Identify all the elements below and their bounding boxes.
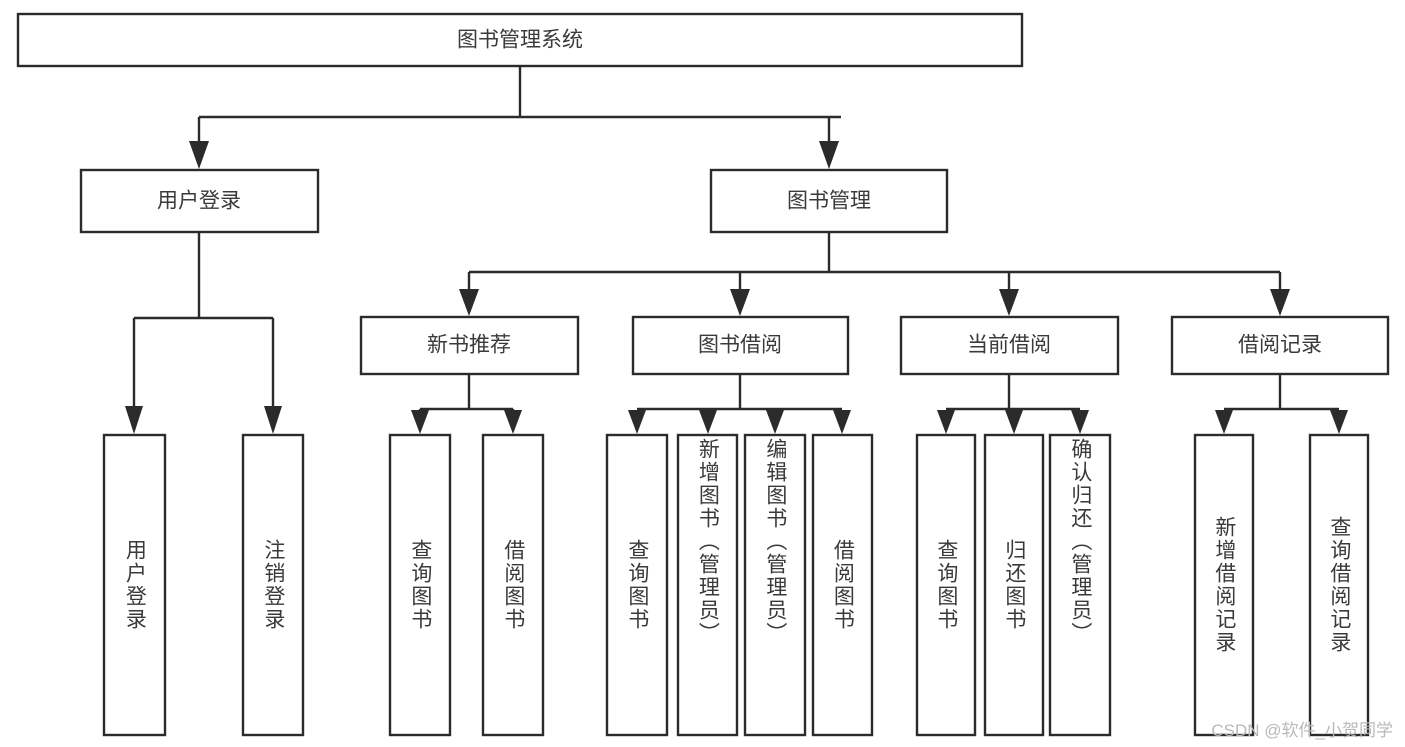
- connector-group-root: [189, 66, 841, 169]
- node-book-manage-box[interactable]: [709, 168, 949, 234]
- arrow-head-leaf-1: [125, 406, 143, 434]
- node-new-book-label: 新书推荐: [427, 334, 511, 357]
- arrow-head-leaf-5: [628, 410, 646, 434]
- node-borrow-record-label: 借阅记录: [1238, 334, 1322, 357]
- node-new-book-box[interactable]: [359, 315, 580, 376]
- arrow-head-current-borrow: [999, 289, 1019, 316]
- node-borrow-book[interactable]: 图书借阅: [631, 315, 850, 376]
- node-root[interactable]: 图书管理系统: [16, 12, 1024, 68]
- node-new-book[interactable]: 新书推荐: [359, 315, 580, 376]
- node-book-manage[interactable]: 图书管理: [709, 168, 949, 234]
- leaf-boxes: [102, 433, 1370, 737]
- leaf-box-edit-book-admin[interactable]: [743, 433, 807, 737]
- node-book-manage-label: 图书管理: [787, 190, 871, 213]
- node-user-login[interactable]: 用户登录: [79, 168, 320, 234]
- leaf-box-borrow-book-new[interactable]: [481, 433, 545, 737]
- leaf-box-logout[interactable]: [241, 433, 305, 737]
- connector-group-book-manage: [459, 232, 1290, 316]
- arrow-head-leaf-2: [264, 406, 282, 434]
- connector-group-borrow-book: [628, 374, 851, 434]
- node-root-label: 图书管理系统: [457, 29, 583, 52]
- leaf-box-add-book-admin[interactable]: [676, 433, 739, 737]
- leaf-box-query-book-current[interactable]: [915, 433, 977, 737]
- leaf-box-borrow-book[interactable]: [811, 433, 874, 737]
- node-borrow-book-label: 图书借阅: [698, 334, 782, 357]
- arrow-head-leaf-3: [411, 410, 429, 434]
- connector-group-new-book: [411, 374, 522, 434]
- arrow-head-leaf-12: [1215, 410, 1233, 434]
- node-borrow-book-box[interactable]: [631, 315, 850, 376]
- connector-group-current-borrow: [937, 374, 1089, 434]
- arrow-head-borrow-book: [730, 289, 750, 316]
- node-user-login-label: 用户登录: [157, 190, 241, 213]
- node-user-login-box[interactable]: [79, 168, 320, 234]
- arrow-head-leaf-10: [1005, 410, 1023, 434]
- leaf-box-user-login[interactable]: [102, 433, 167, 737]
- arrow-head-new-book: [459, 289, 479, 316]
- csdn-watermark: CSDN @软件_小贺同学: [1211, 721, 1393, 740]
- arrow-head-leaf-8: [833, 410, 851, 434]
- arrow-head-leaf-4: [504, 410, 522, 434]
- leaf-box-add-borrow-record[interactable]: [1193, 433, 1255, 737]
- connector-group-user-login: [125, 232, 282, 434]
- arrow-head-book-manage: [819, 141, 839, 169]
- connector-group-borrow-record: [1215, 374, 1348, 434]
- arrow-head-leaf-7: [766, 410, 784, 434]
- leaf-box-return-book[interactable]: [983, 433, 1045, 737]
- leaf-box-query-book-new[interactable]: [388, 433, 452, 737]
- node-root-box[interactable]: [16, 12, 1024, 68]
- arrow-head-leaf-6: [699, 410, 717, 434]
- arrow-head-leaf-11: [1071, 410, 1089, 434]
- arrow-head-borrow-record: [1270, 289, 1290, 316]
- node-borrow-record-box[interactable]: [1170, 315, 1390, 376]
- leaf-box-query-borrow-record[interactable]: [1308, 433, 1370, 737]
- node-current-borrow[interactable]: 当前借阅: [899, 315, 1120, 376]
- node-borrow-record[interactable]: 借阅记录: [1170, 315, 1390, 376]
- arrow-head-leaf-9: [937, 410, 955, 434]
- node-current-borrow-box[interactable]: [899, 315, 1120, 376]
- leaf-box-query-book-borrow[interactable]: [605, 433, 669, 737]
- arrow-head-leaf-13: [1330, 410, 1348, 434]
- leaf-box-confirm-return-admin[interactable]: [1048, 433, 1112, 737]
- node-current-borrow-label: 当前借阅: [967, 334, 1051, 357]
- arrow-head-user-login: [189, 141, 209, 169]
